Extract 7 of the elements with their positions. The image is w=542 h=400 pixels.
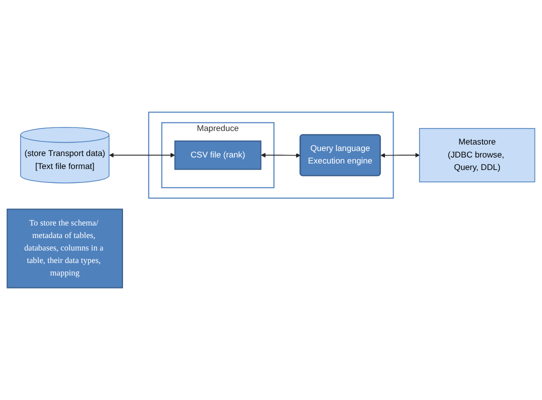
- arrow: [109, 152, 176, 158]
- node-box: Metastore (JDBC browse, Query, DDL): [419, 128, 536, 182]
- cluster: [148, 112, 394, 199]
- node-box: To store the schema/ metadata of tables, databases, columns in a table, their data types, mapping: [6, 208, 123, 288]
- node-box: CSV file (rank): [174, 140, 262, 170]
- arrow: [380, 152, 420, 158]
- arrow: [260, 152, 301, 158]
